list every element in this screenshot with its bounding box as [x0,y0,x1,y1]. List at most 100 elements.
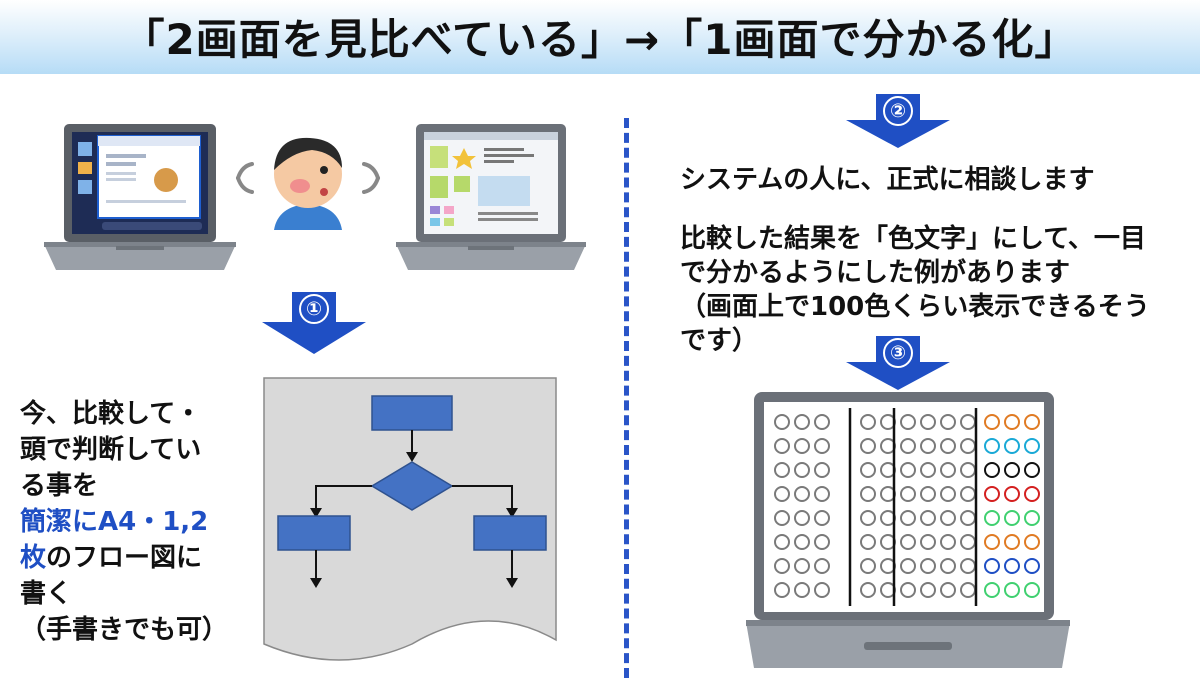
colored-circle [1024,438,1040,454]
gray-circle [940,510,956,526]
gray-circle [860,558,876,574]
colored-circle [984,486,1000,502]
colored-circle [1024,462,1040,478]
colored-circle [1004,414,1020,430]
colored-circle [984,558,1000,574]
text-line: 今、比較して・ [20,399,202,429]
laptop-icon [396,124,586,270]
colored-circle [1024,534,1040,550]
gray-circle [860,438,876,454]
comparison-screen-laptop-icon [746,392,1070,668]
gray-circle [940,558,956,574]
gray-circle [860,486,876,502]
gray-circle [900,414,916,430]
gray-circle [774,534,790,550]
person-icon [236,137,380,230]
colored-circle [1004,486,1020,502]
gray-circle [814,582,830,598]
colored-circle [1004,534,1020,550]
gray-circle [940,438,956,454]
gray-circle [860,582,876,598]
gray-circle [940,582,956,598]
gray-circle [794,558,810,574]
gray-circle [920,462,936,478]
example-description: 比較した結果を「色文字」にして、一目 で分かるようにした例があります （画面上で… [680,222,1150,358]
step-number: ② [883,96,913,126]
colored-circle [1024,414,1040,430]
gray-circle [900,582,916,598]
gray-circle [814,486,830,502]
title-banner [0,0,1200,74]
gray-circle [774,462,790,478]
gray-circle [794,486,810,502]
text-line: （画面上で100色くらい表示できるそう [680,292,1150,322]
gray-circle [940,534,956,550]
gray-circle [774,438,790,454]
text-line: 枚のフロー図に [20,543,203,573]
gray-circle [814,534,830,550]
gray-circle [900,510,916,526]
left-description: 今、比較して・ 頭で判断してい る事を 簡潔にA4・1,2 枚のフロー図に 書く… [20,396,228,648]
gray-circle [900,438,916,454]
gray-circle [814,510,830,526]
gray-circle [860,534,876,550]
down-arrow-icon: ① [262,292,366,354]
step-number: ③ [883,338,913,368]
colored-circle [984,462,1000,478]
gray-circle [774,558,790,574]
gray-circle [900,486,916,502]
gray-circle [920,558,936,574]
colored-circle [1004,558,1020,574]
gray-circle [920,510,936,526]
down-arrow-icon: ② [846,94,950,148]
gray-circle [920,438,936,454]
step-number: ① [299,294,329,324]
text-line-highlight: 簡潔にA4・1,2 [20,507,209,537]
gray-circle [920,486,936,502]
gray-circle [814,438,830,454]
gray-circle [940,414,956,430]
gray-circle [814,414,830,430]
colored-circle [984,510,1000,526]
gray-circle [900,462,916,478]
gray-circle [814,558,830,574]
gray-circle [774,486,790,502]
gray-circle [774,510,790,526]
gray-circle [860,462,876,478]
gray-circle [794,510,810,526]
colored-circle [1004,438,1020,454]
colored-circle [1004,582,1020,598]
flowchart-icon [263,377,557,661]
gray-circle [900,534,916,550]
gray-circle [940,462,956,478]
text-line: で分かるようにした例があります [680,258,1071,288]
gray-circle [774,414,790,430]
colored-circle [984,414,1000,430]
text-highlight: 枚 [20,543,47,573]
column-divider [624,118,629,678]
gray-circle [774,582,790,598]
text-line: （手書きでも可） [20,615,229,645]
circle-grid [774,414,1040,598]
page-title: 「2画面を見比べている」→「1画面で分かる化」 [122,15,1078,64]
gray-circle [794,438,810,454]
colored-circle [1024,558,1040,574]
down-arrow-icon: ③ [846,336,950,390]
colored-circle [984,438,1000,454]
text-line: です） [680,326,759,356]
colored-circle [1004,462,1020,478]
gray-circle [920,534,936,550]
gray-circle [794,414,810,430]
gray-circle [794,534,810,550]
colored-circle [984,582,1000,598]
text-line: る事を [20,471,99,501]
gray-circle [794,582,810,598]
text-line: 書く [20,579,73,609]
gray-circle [920,414,936,430]
text-line: 頭で判断してい [20,435,202,465]
gray-circle [900,558,916,574]
gray-circle [920,582,936,598]
colored-circle [984,534,1000,550]
colored-circle [1024,510,1040,526]
colored-circle [1024,582,1040,598]
